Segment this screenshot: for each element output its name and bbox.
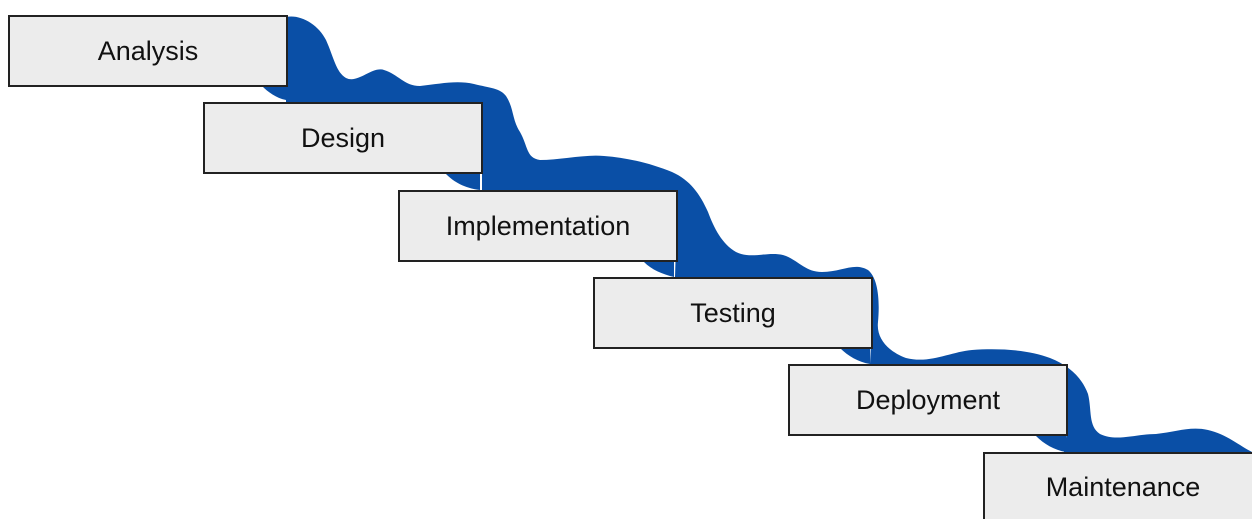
stage-label-testing: Testing (690, 297, 776, 328)
stage-box-analysis: Analysis (8, 15, 288, 87)
stage-label-design: Design (300, 122, 386, 153)
stage-label-analysis: Analysis (97, 35, 199, 66)
water-splash (644, 262, 674, 277)
water-splash (1036, 436, 1066, 452)
water-splash (446, 174, 480, 190)
stage-box-testing: Testing (593, 277, 873, 349)
stage-label-deployment: Deployment (855, 384, 1001, 415)
stage-box-design: Design (203, 102, 483, 174)
stage-label-implementation: Implementation (445, 210, 631, 241)
stage-box-deployment: Deployment (788, 364, 1068, 436)
water-splash (840, 348, 870, 364)
stage-box-maintenance: Maintenance (983, 452, 1252, 519)
water-splash (262, 86, 286, 100)
stage-box-implementation: Implementation (398, 190, 678, 262)
stage-label-maintenance: Maintenance (1045, 471, 1201, 502)
water-stream (286, 16, 1252, 519)
